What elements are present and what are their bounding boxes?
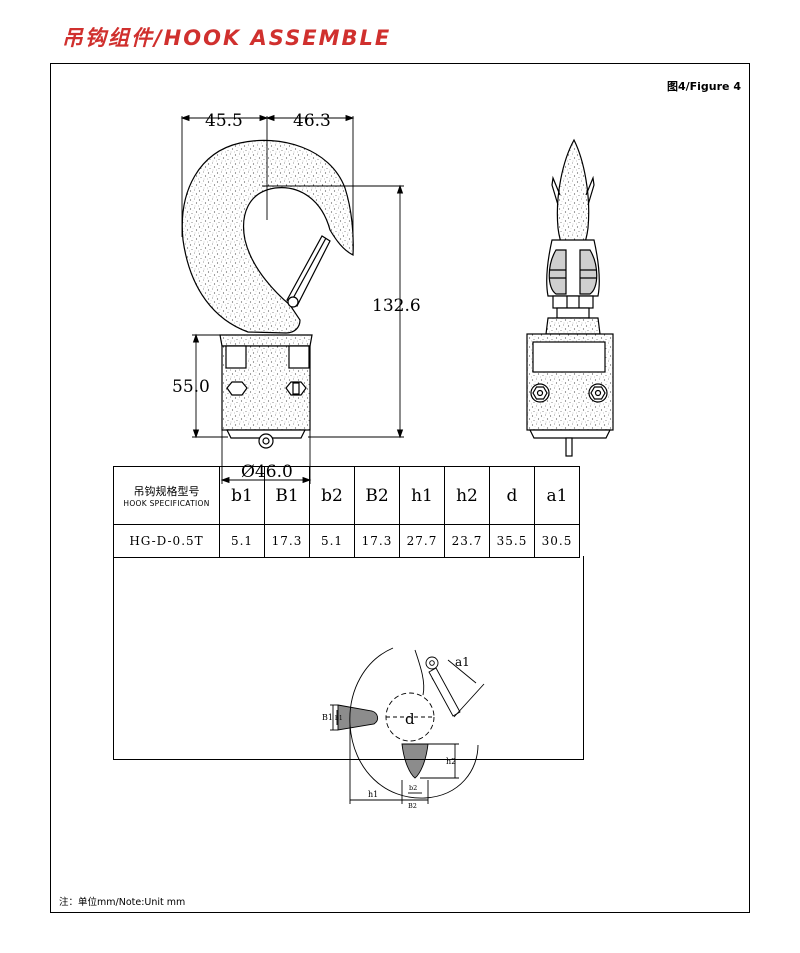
figure-frame: 图4/Figure 4 注：单位mm/Note:Unit mm [50, 63, 750, 913]
spec-title-cell: 吊钩规格型号 HOOK SPECIFICATION [113, 466, 220, 525]
col-header: h1 [399, 466, 445, 525]
section-h2 [401, 743, 429, 779]
unit-note: 注：单位mm/Note:Unit mm [59, 897, 186, 908]
value-cell: 5.1 [309, 524, 355, 558]
value-cell: 27.7 [399, 524, 445, 558]
side-view [526, 138, 614, 457]
value-cell: 17.3 [354, 524, 400, 558]
spec-header-row: 吊钩规格型号 HOOK SPECIFICATION b1 B1 b2 B2 h1… [113, 466, 580, 525]
label-b1: b1 [335, 715, 343, 722]
label-B1: B1 [322, 713, 333, 722]
label-a1: a1 [455, 655, 470, 669]
label-b2: b2 [409, 784, 417, 792]
detail-pin [425, 656, 439, 670]
col-header: b2 [309, 466, 355, 525]
value-cell: 30.5 [534, 524, 580, 558]
front-view [181, 139, 354, 449]
label-h2: h2 [446, 757, 456, 766]
spec-title-zh: 吊钩规格型号 [133, 485, 200, 498]
spec-table: 吊钩规格型号 HOOK SPECIFICATION b1 B1 b2 B2 h1… [113, 466, 580, 558]
detail-drawing [330, 647, 485, 804]
col-header: h2 [444, 466, 490, 525]
col-header: d [489, 466, 535, 525]
col-header: B2 [354, 466, 400, 525]
detail-hook-outline [349, 647, 479, 799]
detail-box [113, 556, 584, 760]
label-h1: h1 [368, 790, 378, 799]
figure-label: 图4/Figure 4 [666, 80, 741, 93]
table-row: HG-D-0.5T 5.1 17.3 5.1 17.3 27.7 23.7 35… [113, 524, 580, 558]
section-b1 [337, 704, 379, 731]
dim-left-width: 45.5 [205, 111, 243, 131]
detail-latch [428, 667, 461, 717]
value-cell: 5.1 [219, 524, 265, 558]
dim-height: 132.6 [372, 296, 421, 316]
hook-body [181, 139, 354, 334]
spec-title-en: HOOK SPECIFICATION [123, 499, 210, 508]
latch-pin [287, 296, 299, 308]
value-cell: 23.7 [444, 524, 490, 558]
col-header: B1 [264, 466, 310, 525]
label-d: d [405, 710, 415, 728]
value-cell: 17.3 [264, 524, 310, 558]
page-title: 吊钩组件/HOOK ASSEMBLE [62, 26, 392, 50]
dim-body-height: 55.0 [172, 377, 210, 397]
value-cell: 35.5 [489, 524, 535, 558]
nut-left [226, 381, 248, 396]
label-B2: B2 [408, 802, 417, 810]
col-header: a1 [534, 466, 580, 525]
model-cell: HG-D-0.5T [113, 524, 220, 558]
dim-right-width: 46.3 [293, 111, 331, 131]
col-header: b1 [219, 466, 265, 525]
